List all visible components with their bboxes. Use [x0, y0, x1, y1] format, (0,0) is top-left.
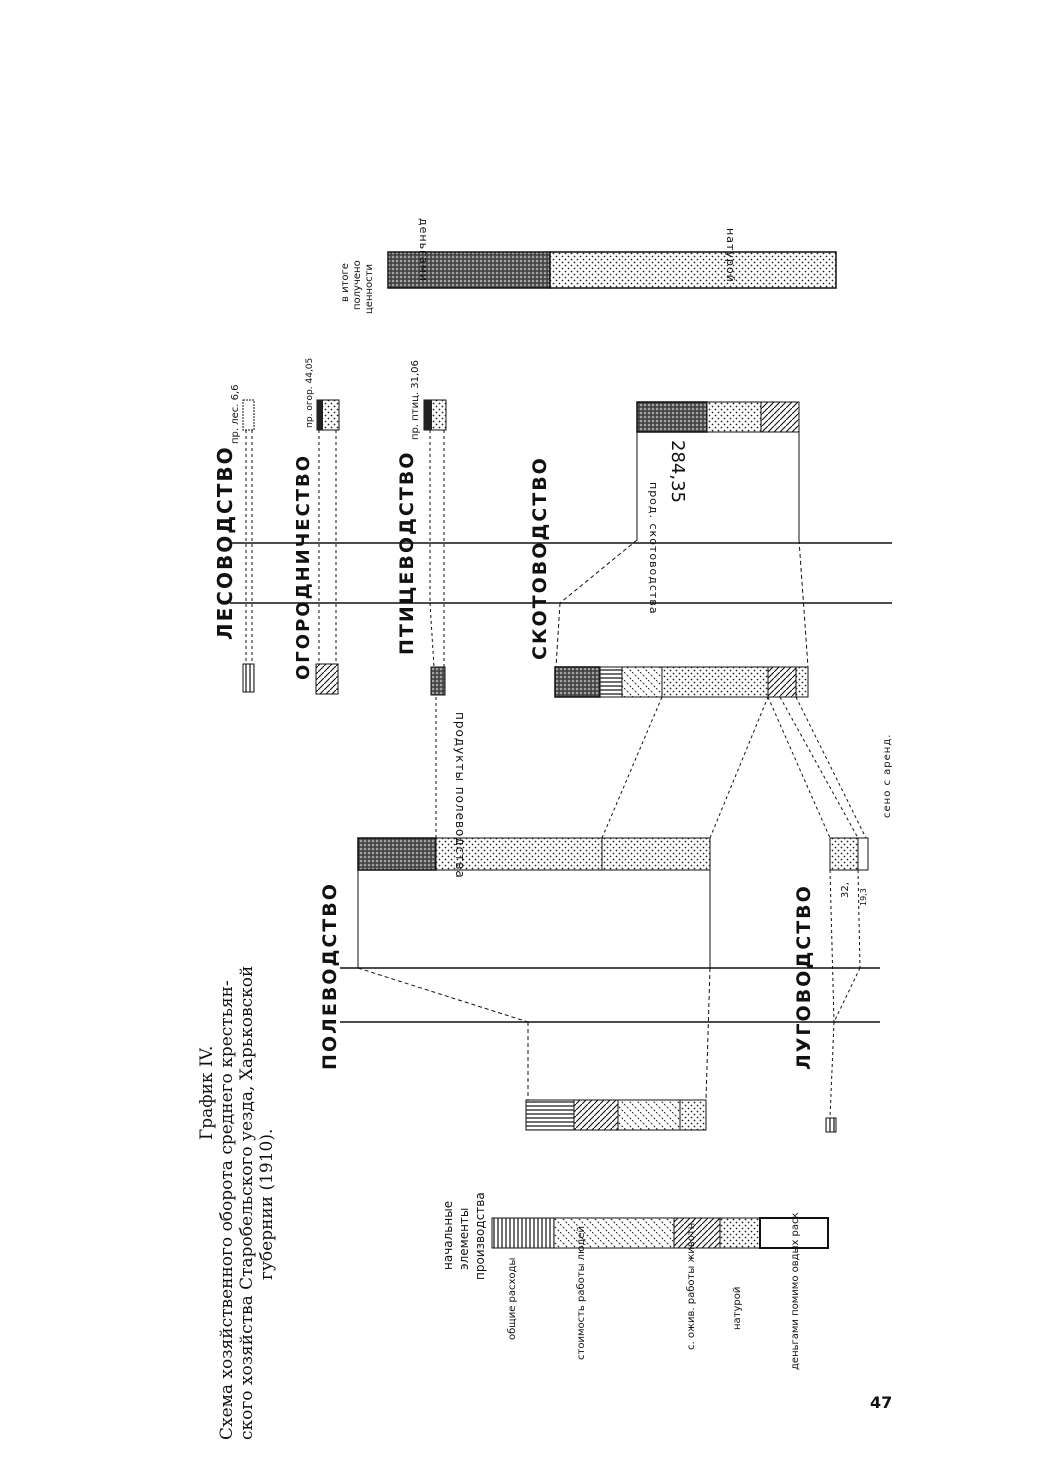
- legend-item-animal: с. ожив. работы животн.: [686, 1220, 697, 1350]
- total-title-2: получено: [352, 260, 363, 310]
- forestry-bars: [242, 399, 255, 693]
- legend-item-kind: натурой: [732, 1287, 743, 1330]
- page-number: 47: [870, 1393, 893, 1412]
- forestry-input-bar: [242, 663, 255, 693]
- caption-line-3: ского хозяйства Старобельского уезда, Ха…: [237, 966, 257, 1440]
- meadow-bars: [767, 696, 869, 1133]
- legend-swatch-general: [491, 1217, 555, 1249]
- legend-bar: [491, 1217, 829, 1249]
- caption-line-2: Схема хозяйственного оборота среднего кр…: [217, 980, 237, 1440]
- label-total-kind: натурой: [724, 228, 737, 283]
- gardening-input-bar: [315, 663, 339, 695]
- legend-swatch-animal: [673, 1217, 721, 1249]
- label-gardening-product: пр. огор. 44,05: [305, 358, 315, 428]
- section-forestry: ЛЕСОВОДСТВО: [213, 445, 237, 640]
- label-forestry-product: пр. лес. 6,6: [230, 384, 241, 444]
- section-meadow: ЛУГОВОДСТВО: [793, 884, 815, 1070]
- poultry-bars: [423, 399, 447, 696]
- legend-swatch-labor: [553, 1217, 675, 1249]
- legend-item-labor: стоимость работы людей: [576, 1226, 587, 1360]
- total-bar-kind: [549, 251, 837, 289]
- total-bar-money: [387, 251, 551, 289]
- label-hay-rent: сено с аренд.: [882, 734, 893, 818]
- caption-line-4: губернии (1910).: [257, 1129, 277, 1280]
- label-livestock-value: 284,35: [667, 440, 688, 503]
- forestry-product-bar: [242, 399, 255, 431]
- section-field: ПОЛЕВОДСТВО: [319, 882, 341, 1070]
- legend-swatch-kind: [719, 1217, 761, 1249]
- total-bar: [387, 251, 837, 289]
- field-input-bar: [525, 1099, 707, 1131]
- field-product-bar: [357, 696, 769, 1101]
- section-gardening: ОГОРОДНИЧЕСТВО: [293, 454, 314, 680]
- gardening-bars: [315, 399, 340, 695]
- label-meadow-32: 32,: [840, 882, 851, 898]
- legend-item-money: деньгами помимо овдых раск: [790, 1212, 801, 1370]
- section-livestock: СКОТОВОДСТВО: [529, 456, 551, 660]
- label-meadow-19: 19,3: [859, 888, 868, 906]
- total-title-1: в итоге: [340, 263, 351, 302]
- poultry-input-bar: [430, 666, 446, 696]
- label-poultry-product: пр. птиц. 31,06: [410, 360, 421, 440]
- axis-lines: [230, 542, 892, 1023]
- legend-swatch-money: [759, 1217, 829, 1249]
- livestock-input-bar: [554, 666, 809, 698]
- legend-title-1: начальные: [441, 1201, 455, 1270]
- caption-line-1: График IV.: [197, 1046, 217, 1140]
- label-total-money: деньгами: [417, 218, 430, 282]
- legend-title-2: элементы: [457, 1208, 471, 1270]
- section-poultry: ПТИЦЕВОДСТВО: [396, 451, 418, 655]
- total-title-3: ценности: [364, 264, 375, 314]
- livestock-product-bar: [555, 401, 809, 668]
- label-field-products: продукты полеводства: [453, 712, 467, 879]
- legend-title-3: производства: [473, 1192, 487, 1280]
- label-livestock-products: прод. скотоводства: [647, 482, 660, 615]
- legend-item-general: общие расходы: [507, 1258, 518, 1340]
